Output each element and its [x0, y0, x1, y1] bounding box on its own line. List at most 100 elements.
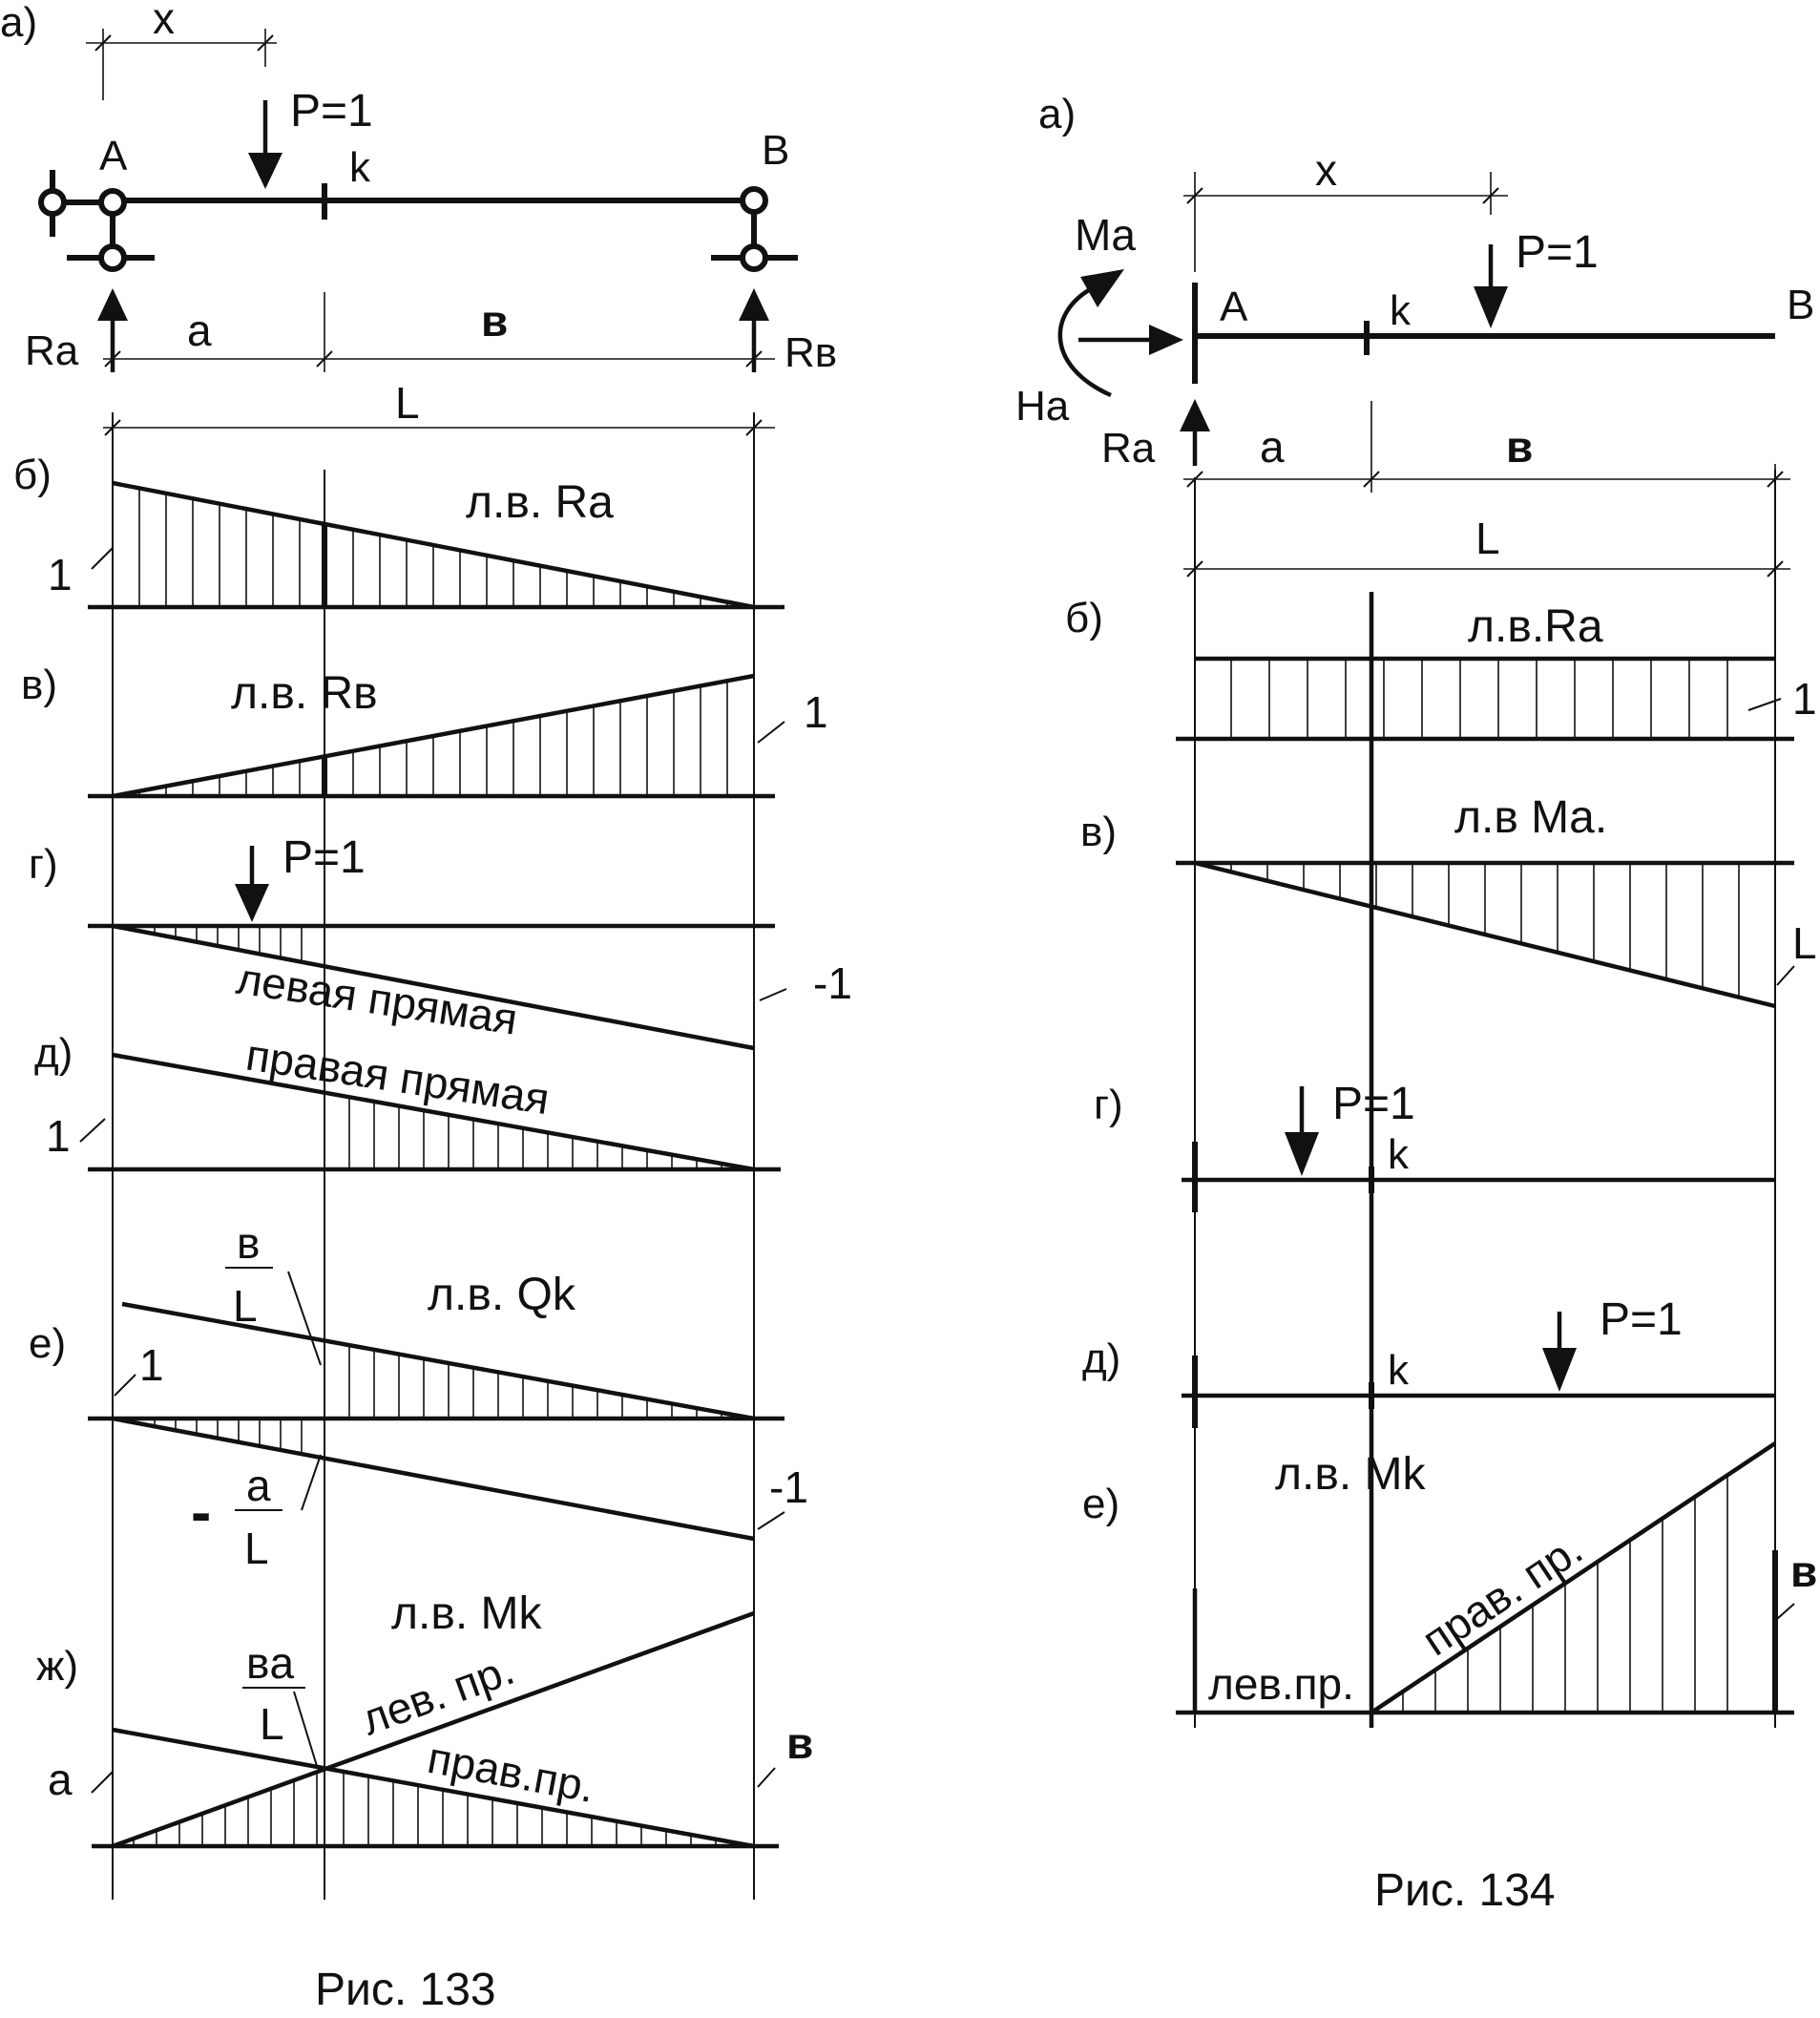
- dim-ab-tick-2: [1363, 471, 1380, 488]
- dim-x-label: x: [1315, 145, 1337, 195]
- panel-zh-mk: ж) л.в. Mk вa L лев. пр. прав.пр. a в: [36, 1588, 813, 1849]
- hatching: [138, 488, 728, 607]
- dim-L-tick-1: [104, 419, 121, 436]
- panel-tag-e: е): [1082, 1481, 1119, 1527]
- dim-ab-tick-3: [745, 350, 763, 368]
- dim-L-tick-1: [1186, 560, 1203, 578]
- horizontal-reaction-head: [1149, 325, 1183, 355]
- fraction-bottom-num: a: [246, 1461, 271, 1510]
- panel-tag-d: д): [34, 1030, 73, 1077]
- hatching: [138, 681, 728, 796]
- node-b: [740, 186, 768, 215]
- ordinate-pos-label: 1: [139, 1340, 164, 1390]
- dim-a-label: a: [187, 305, 212, 355]
- panel-title: л.в. Rв: [231, 668, 378, 719]
- ordinate-right-label: в: [786, 1718, 813, 1768]
- section-k-label: k: [349, 144, 371, 191]
- hatching: [1230, 659, 1728, 739]
- load-label: P=1: [1516, 227, 1599, 278]
- dim-a-label: a: [1260, 422, 1285, 472]
- dim-x-tick-right: [257, 34, 274, 52]
- fraction-bottom-den: L: [244, 1524, 269, 1573]
- dim-L-label: L: [395, 378, 420, 428]
- fraction-top-den: L: [233, 1281, 258, 1331]
- panel-g-left-line: г) P=1 левая прямая -1: [29, 832, 852, 1051]
- load-arrow-head: [248, 153, 282, 189]
- ordinate-label: 1: [804, 687, 828, 737]
- ordinate-left-label: a: [48, 1755, 73, 1804]
- panel-g-load-left: г) k P=1: [1094, 1079, 1775, 1212]
- panel-tag-b: б): [1065, 595, 1103, 641]
- dim-b-label: в: [1506, 422, 1533, 472]
- dim-ab-tick-3: [1767, 471, 1784, 488]
- node-a: [98, 188, 127, 217]
- reaction-a-label: Ra: [1101, 425, 1156, 472]
- fraction-leader: [293, 1691, 318, 1767]
- load-arrow-head: [1285, 1132, 1319, 1176]
- section-k-label: k: [1388, 1131, 1410, 1178]
- ordinate-leader: [1747, 698, 1782, 711]
- load-arrow-head: [235, 884, 269, 922]
- hatching: [1230, 863, 1740, 998]
- dim-x-tick-right: [1482, 187, 1499, 204]
- panel-tag-e: е): [29, 1320, 66, 1367]
- node-a-label: A: [99, 133, 128, 179]
- support-a-pin-bottom: [98, 243, 127, 272]
- panel-e-qk: е) л.в. Qk в L 1 - a L -1: [29, 1218, 808, 1573]
- dim-ab-tick-2: [316, 350, 333, 368]
- moment-label: Ma: [1075, 210, 1136, 260]
- ordinate-neg-label: -1: [769, 1462, 808, 1512]
- ordinate-label: 1: [1792, 674, 1817, 724]
- ordinate-left-leader: [91, 1771, 114, 1794]
- hatching-positive: [348, 1345, 722, 1419]
- hatching: [133, 1771, 717, 1846]
- ordinate-neg-leader: [757, 1511, 785, 1530]
- ordinate-label: 1: [48, 550, 73, 599]
- load-label: P=1: [282, 832, 366, 883]
- dim-x-tick-left: [1186, 187, 1203, 204]
- panel-tag-g: г): [1094, 1082, 1123, 1128]
- node-b-label: B: [1787, 282, 1814, 328]
- hatching: [1402, 1475, 1728, 1713]
- reaction-a-head: [1180, 399, 1210, 431]
- hatching: [348, 1097, 722, 1169]
- load-label: P=1: [1600, 1294, 1683, 1345]
- horizontal-reaction-label: Ha: [1015, 383, 1070, 430]
- panel-tag-a: а): [0, 0, 37, 46]
- ordinate-right-leader: [757, 1767, 776, 1788]
- dim-ab-tick-1: [1186, 471, 1203, 488]
- dim-L-label: L: [1475, 514, 1500, 563]
- fraction-bottom-leader: [301, 1454, 322, 1511]
- panel-tag-b: б): [13, 452, 52, 498]
- caption-133: Рис. 133: [315, 1965, 496, 2015]
- right-line-positive: [121, 1301, 755, 1421]
- support-a-pin-left: [38, 188, 67, 217]
- ordinate-leader: [759, 988, 787, 1001]
- left-line-negative: [112, 1416, 755, 1542]
- ordinate-leader: [91, 547, 114, 570]
- panel-tag-v: в): [21, 662, 57, 708]
- panel-b-ra: б) л.в.Ra 1: [1065, 595, 1817, 742]
- ordinate-label: L: [1792, 918, 1817, 968]
- caption-134: Рис. 134: [1374, 1865, 1556, 1916]
- fraction-top-num: в: [237, 1218, 260, 1268]
- left-line: [112, 923, 755, 1051]
- panel-tag-d: д): [1082, 1335, 1120, 1382]
- ordinate-leader: [1776, 965, 1795, 986]
- ordinate-leader: [1776, 1603, 1795, 1620]
- right-line: [1370, 1441, 1777, 1714]
- panel-b-ra: б) л.в. Ra 1: [13, 452, 784, 610]
- reaction-a-label: Ra: [25, 327, 79, 374]
- dim-ab-tick-1: [104, 350, 121, 368]
- panel-tag-zh: ж): [36, 1643, 78, 1690]
- ordinate-label: в: [1790, 1546, 1817, 1596]
- panel-title: л.в. Mk: [1275, 1449, 1427, 1500]
- hatching: [133, 926, 303, 962]
- panel-v-rb: в) л.в. Rв 1: [21, 662, 828, 799]
- dim-x-label: x: [153, 0, 175, 43]
- ordinate-label: -1: [813, 958, 852, 1008]
- node-a-label: A: [1220, 284, 1248, 330]
- section-k-label: k: [1388, 1347, 1410, 1394]
- load-arrow-head: [1542, 1348, 1577, 1392]
